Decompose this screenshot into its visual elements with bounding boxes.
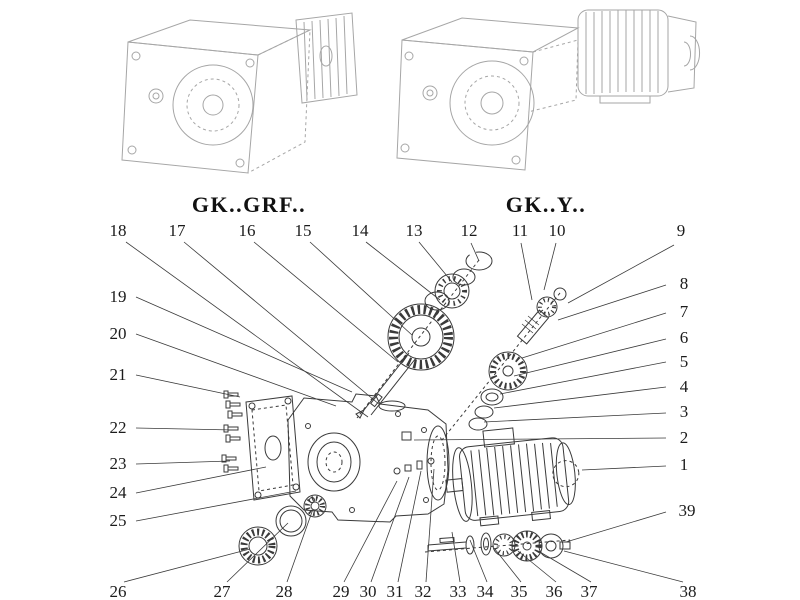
callout-4: 4 xyxy=(680,377,689,396)
callout-23: 23 xyxy=(110,454,127,473)
callout-27: 27 xyxy=(214,582,232,600)
callout-22: 22 xyxy=(110,418,127,437)
callout-1: 1 xyxy=(680,455,689,474)
title-y: GK..Y.. xyxy=(506,192,587,217)
callout-5: 5 xyxy=(680,352,689,371)
callout-19: 19 xyxy=(110,287,127,306)
callout-31: 31 xyxy=(387,582,404,600)
flange-plate-part xyxy=(245,395,301,501)
callout-10: 10 xyxy=(549,221,566,240)
callout-37: 37 xyxy=(581,582,599,600)
callout-32: 32 xyxy=(415,582,432,600)
callout-2: 2 xyxy=(680,428,689,447)
title-grf: GK..GRF.. xyxy=(192,192,306,217)
callout-12: 12 xyxy=(461,221,478,240)
gearbox-grf-illustration xyxy=(121,12,358,174)
bolt-parts xyxy=(221,390,243,473)
motor-part xyxy=(445,427,580,527)
callout-38: 38 xyxy=(680,582,697,600)
callout-13: 13 xyxy=(406,221,423,240)
callout-30: 30 xyxy=(360,582,377,600)
callout-16: 16 xyxy=(239,221,256,240)
callout-28: 28 xyxy=(276,582,293,600)
callout-14: 14 xyxy=(352,221,370,240)
callout-33: 33 xyxy=(450,582,467,600)
fastener-parts xyxy=(393,457,435,475)
callout-36: 36 xyxy=(546,582,563,600)
callout-25: 25 xyxy=(110,511,127,530)
callout-24: 24 xyxy=(110,483,128,502)
main-gear-cluster xyxy=(355,251,493,419)
callout-9: 9 xyxy=(677,221,686,240)
callout-3: 3 xyxy=(680,402,689,421)
callout-15: 15 xyxy=(295,221,312,240)
callout-labels: 18 17 16 15 14 13 12 11 10 9 8 7 6 5 4 3… xyxy=(110,221,697,600)
callout-34: 34 xyxy=(477,582,495,600)
assembly-axes xyxy=(356,259,571,553)
leader-lines xyxy=(123,241,684,583)
output-shaft-assembly xyxy=(427,530,571,562)
callout-26: 26 xyxy=(110,582,127,600)
callout-29: 29 xyxy=(333,582,350,600)
callout-7: 7 xyxy=(680,302,689,321)
callout-11: 11 xyxy=(512,221,528,240)
callout-18: 18 xyxy=(110,221,127,240)
input-pinion-cluster xyxy=(468,287,567,431)
callout-21: 21 xyxy=(110,365,127,384)
gearbox-y-illustration xyxy=(396,9,701,171)
seal-ring-parts xyxy=(238,494,327,566)
callout-8: 8 xyxy=(680,274,689,293)
callout-35: 35 xyxy=(511,582,528,600)
callout-6: 6 xyxy=(680,328,689,347)
callout-17: 17 xyxy=(169,221,187,240)
housing-part xyxy=(287,393,450,523)
callout-20: 20 xyxy=(110,324,127,343)
callout-39: 39 xyxy=(679,501,696,520)
